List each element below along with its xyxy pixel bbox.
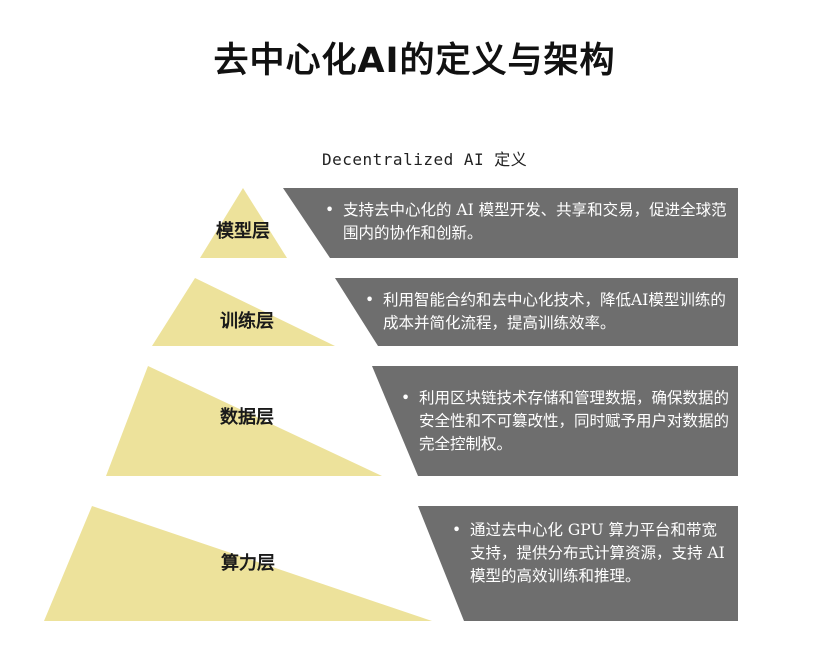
- bullet-glyph: •: [365, 291, 375, 309]
- tier-shape-model: [200, 188, 287, 258]
- tier-description-compute: • 通过去中心化 GPU 算力平台和带宽支持，提供分布式计算资源，支持 AI 模型…: [452, 519, 732, 588]
- page-title: 去中心化AI的定义与架构: [213, 41, 616, 81]
- desc-panel-data: [372, 366, 738, 476]
- tier-description-text: 利用区块链技术存储和管理数据，确保数据的安全性和不可篡改性，同时赋予用户对数据的…: [419, 389, 730, 453]
- tier-label-training: 训练层: [220, 311, 274, 332]
- desc-panel-compute: [418, 506, 738, 621]
- tier-shape-training: [152, 278, 335, 346]
- tier-shape-compute: [44, 506, 432, 621]
- tier-description-text: 利用智能合约和去中心化技术，降低AI模型训练的成本并简化流程，提高训练效率。: [383, 291, 726, 332]
- tier-description-text: 通过去中心化 GPU 算力平台和带宽支持，提供分布式计算资源，支持 AI 模型的…: [470, 521, 725, 585]
- bullet-glyph: •: [452, 521, 462, 539]
- tier-label-compute: 算力层: [221, 553, 275, 574]
- desc-panel-model: [283, 188, 738, 258]
- diagram-subtitle: Decentralized AI 定义: [322, 150, 528, 169]
- tier-description-text: 支持去中心化的 AI 模型开发、共享和交易，促进全球范围内的协作和创新。: [343, 201, 727, 242]
- bullet-glyph: •: [325, 201, 335, 219]
- tier-description-data: • 利用区块链技术存储和管理数据，确保数据的安全性和不可篡改性，同时赋予用户对数据…: [401, 387, 731, 456]
- desc-panel-training: [335, 278, 738, 346]
- tier-shape-data: [106, 366, 382, 476]
- tier-description-training: • 利用智能合约和去中心化技术，降低AI模型训练的成本并简化流程，提高训练效率。: [365, 289, 731, 335]
- tier-label-data: 数据层: [220, 407, 274, 428]
- bullet-glyph: •: [401, 389, 411, 407]
- tier-label-model: 模型层: [216, 221, 270, 242]
- tier-description-model: • 支持去中心化的 AI 模型开发、共享和交易，促进全球范围内的协作和创新。: [325, 199, 729, 245]
